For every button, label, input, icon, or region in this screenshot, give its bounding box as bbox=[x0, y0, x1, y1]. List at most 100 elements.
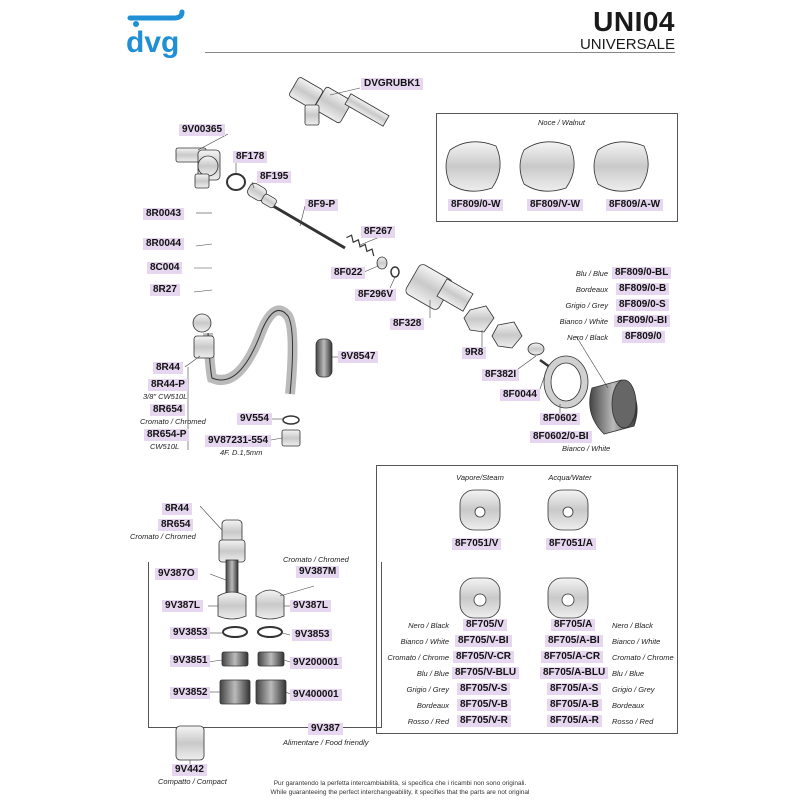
insert-row-left: Bordeaux bbox=[416, 701, 449, 710]
insert-row-a: 8F705/A bbox=[551, 619, 596, 631]
label-8f809-0-w: 8F809/0-W bbox=[448, 199, 504, 211]
label-8f809-a-w: 8F809/A-W bbox=[606, 199, 664, 211]
knob-color-code: 8F809/0-S bbox=[616, 299, 669, 311]
label-9v554: 9V554 bbox=[237, 413, 272, 425]
label-9v87231-554: 9V87231-554 bbox=[205, 435, 272, 447]
spout-assembly bbox=[175, 519, 287, 761]
insert-row-v: 8F705/V-CR bbox=[453, 651, 515, 663]
label-9v3852: 9V3852 bbox=[170, 687, 211, 699]
insert-row-left: Blu / Blue bbox=[416, 669, 449, 678]
label-8r654-spout: 8R654 bbox=[158, 519, 194, 531]
elbow-9v00365 bbox=[175, 147, 221, 189]
label-9v8547: 9V8547 bbox=[338, 351, 379, 363]
label-9v200001: 9V200001 bbox=[290, 657, 342, 669]
insert-row-a: 8F705/A-B bbox=[547, 699, 602, 711]
insert-row-v: 8F705/V-S bbox=[457, 683, 511, 695]
label-9v387: 9V387 bbox=[308, 723, 343, 735]
label-8r44: 8R44 bbox=[153, 362, 183, 374]
insert-row-a: 8F705/A-BI bbox=[545, 635, 603, 647]
knob-color-name: Blu / Blue bbox=[575, 269, 608, 278]
label-8f809-v-w: 8F809/V-W bbox=[527, 199, 584, 211]
note-8r654-p: CW510L bbox=[150, 442, 180, 451]
knob-color-code: 8F809/0-B bbox=[616, 283, 670, 295]
insert-row-a: 8F705/A-CR bbox=[541, 651, 604, 663]
knob-color-code: 8F809/0 bbox=[622, 331, 665, 343]
label-9v387m: 9V387M bbox=[296, 566, 340, 578]
label-9v3853-right: 9V3853 bbox=[292, 629, 333, 641]
label-8f7051-a: 8F7051/A bbox=[546, 538, 596, 550]
label-9v3851: 9V3851 bbox=[170, 655, 211, 667]
insert-caps bbox=[459, 489, 589, 619]
insert-row-right: Bordeaux bbox=[612, 701, 645, 710]
insert-row-v: 8F705/V-B bbox=[457, 699, 511, 711]
model-title: UNI04 bbox=[593, 6, 675, 37]
label-8f022: 8F022 bbox=[331, 267, 366, 279]
knob-color-name: Bianco / White bbox=[559, 317, 608, 326]
label-8f195: 8F195 bbox=[257, 171, 292, 183]
label-8f178: 8F178 bbox=[233, 151, 268, 163]
insert-row-right: Blu / Blue bbox=[612, 669, 645, 678]
label-8r0044: 8R0044 bbox=[143, 238, 185, 250]
label-9v387l-left: 9V387L bbox=[162, 600, 204, 612]
insert-row-right: Grigio / Grey bbox=[612, 685, 655, 694]
label-9v387o: 9V387O bbox=[155, 568, 198, 580]
water-caption: Acqua/Water bbox=[548, 473, 592, 482]
footer-disclaimer-it: Pur garantendo la perfetta intercambiabi… bbox=[273, 780, 527, 787]
knob-color-name: Bordeaux bbox=[575, 285, 608, 294]
note-8f0602-0-bi: Bianco / White bbox=[562, 444, 611, 453]
knob-color-code: 8F809/0-BI bbox=[614, 315, 671, 327]
note-9v442: Compatto / Compact bbox=[158, 777, 227, 786]
knob-color-name: Grigio / Grey bbox=[565, 301, 608, 310]
label-8r44-spout: 8R44 bbox=[162, 503, 192, 515]
note-9v87231-554: 4F. D.1,5mm bbox=[220, 448, 263, 457]
label-9r8: 9R8 bbox=[462, 347, 487, 359]
knob-8f809-0 bbox=[589, 379, 638, 435]
walnut-knob-box bbox=[436, 113, 678, 222]
insert-row-a: 8F705/A-S bbox=[547, 683, 602, 695]
footer-disclaimer-en: While guaranteeing the perfect interchan… bbox=[270, 789, 530, 796]
insert-row-a: 8F705/A-R bbox=[547, 715, 602, 727]
header-divider bbox=[205, 52, 675, 53]
label-dvgrubk1: DVGRUBK1 bbox=[361, 78, 424, 90]
label-9v400001: 9V400001 bbox=[290, 689, 342, 701]
insert-row-left: Nero / Black bbox=[408, 621, 449, 630]
model-subtitle: UNIVERSALE bbox=[579, 36, 675, 53]
label-8f296v: 8F296V bbox=[355, 289, 397, 301]
label-8r0043: 8R0043 bbox=[143, 208, 185, 220]
label-8f9-p: 8F9-P bbox=[305, 199, 339, 211]
label-8r44-p: 8R44-P bbox=[148, 379, 188, 391]
insert-row-right: Bianco / White bbox=[612, 637, 661, 646]
insert-row-v: 8F705/V-BI bbox=[455, 635, 512, 647]
label-8f328: 8F328 bbox=[390, 318, 425, 330]
walnut-title: Noce / Walnut bbox=[538, 118, 585, 127]
insert-row-left: Cromato / Chrome bbox=[387, 653, 449, 662]
valve-body-dvgrubk1 bbox=[289, 77, 390, 127]
insert-row-v: 8F705/V bbox=[463, 619, 507, 631]
insert-row-left: Rosso / Red bbox=[407, 717, 449, 726]
label-8r27: 8R27 bbox=[150, 284, 180, 296]
note-8r44-p: 3/8" CW510L bbox=[143, 392, 188, 401]
label-8f0602: 8F0602 bbox=[540, 413, 580, 425]
label-8f0602-0-bi: 8F0602/0-BI bbox=[530, 431, 592, 443]
note-8r654-spout: Cromato / Chromed bbox=[130, 532, 196, 541]
label-9v00365: 9V00365 bbox=[179, 124, 226, 136]
note-8r654: Cromato / Chromed bbox=[140, 417, 206, 426]
insert-row-right: Rosso / Red bbox=[612, 717, 654, 726]
dvg-logo: dvg bbox=[124, 8, 194, 59]
insert-row-left: Grigio / Grey bbox=[406, 685, 449, 694]
label-8f0044: 8F0044 bbox=[500, 389, 540, 401]
label-9v442: 9V442 bbox=[172, 764, 207, 776]
label-8r654-p: 8R654-P bbox=[144, 429, 190, 441]
insert-row-right: Cromato / Chrome bbox=[612, 653, 674, 662]
note-9v387m: Cromato / Chromed bbox=[283, 555, 349, 564]
insert-row-right: Nero / Black bbox=[612, 621, 653, 630]
spout-box bbox=[148, 562, 382, 728]
knob-color-code: 8F809/0-BL bbox=[612, 267, 672, 279]
brand-text: dvg bbox=[126, 26, 179, 58]
steam-caption: Vapore/Steam bbox=[456, 473, 504, 482]
label-9v387l-right: 9V387L bbox=[290, 600, 332, 612]
threaded-body-8f328 bbox=[405, 264, 474, 312]
walnut-knobs bbox=[445, 141, 649, 192]
label-8r654: 8R654 bbox=[150, 404, 186, 416]
